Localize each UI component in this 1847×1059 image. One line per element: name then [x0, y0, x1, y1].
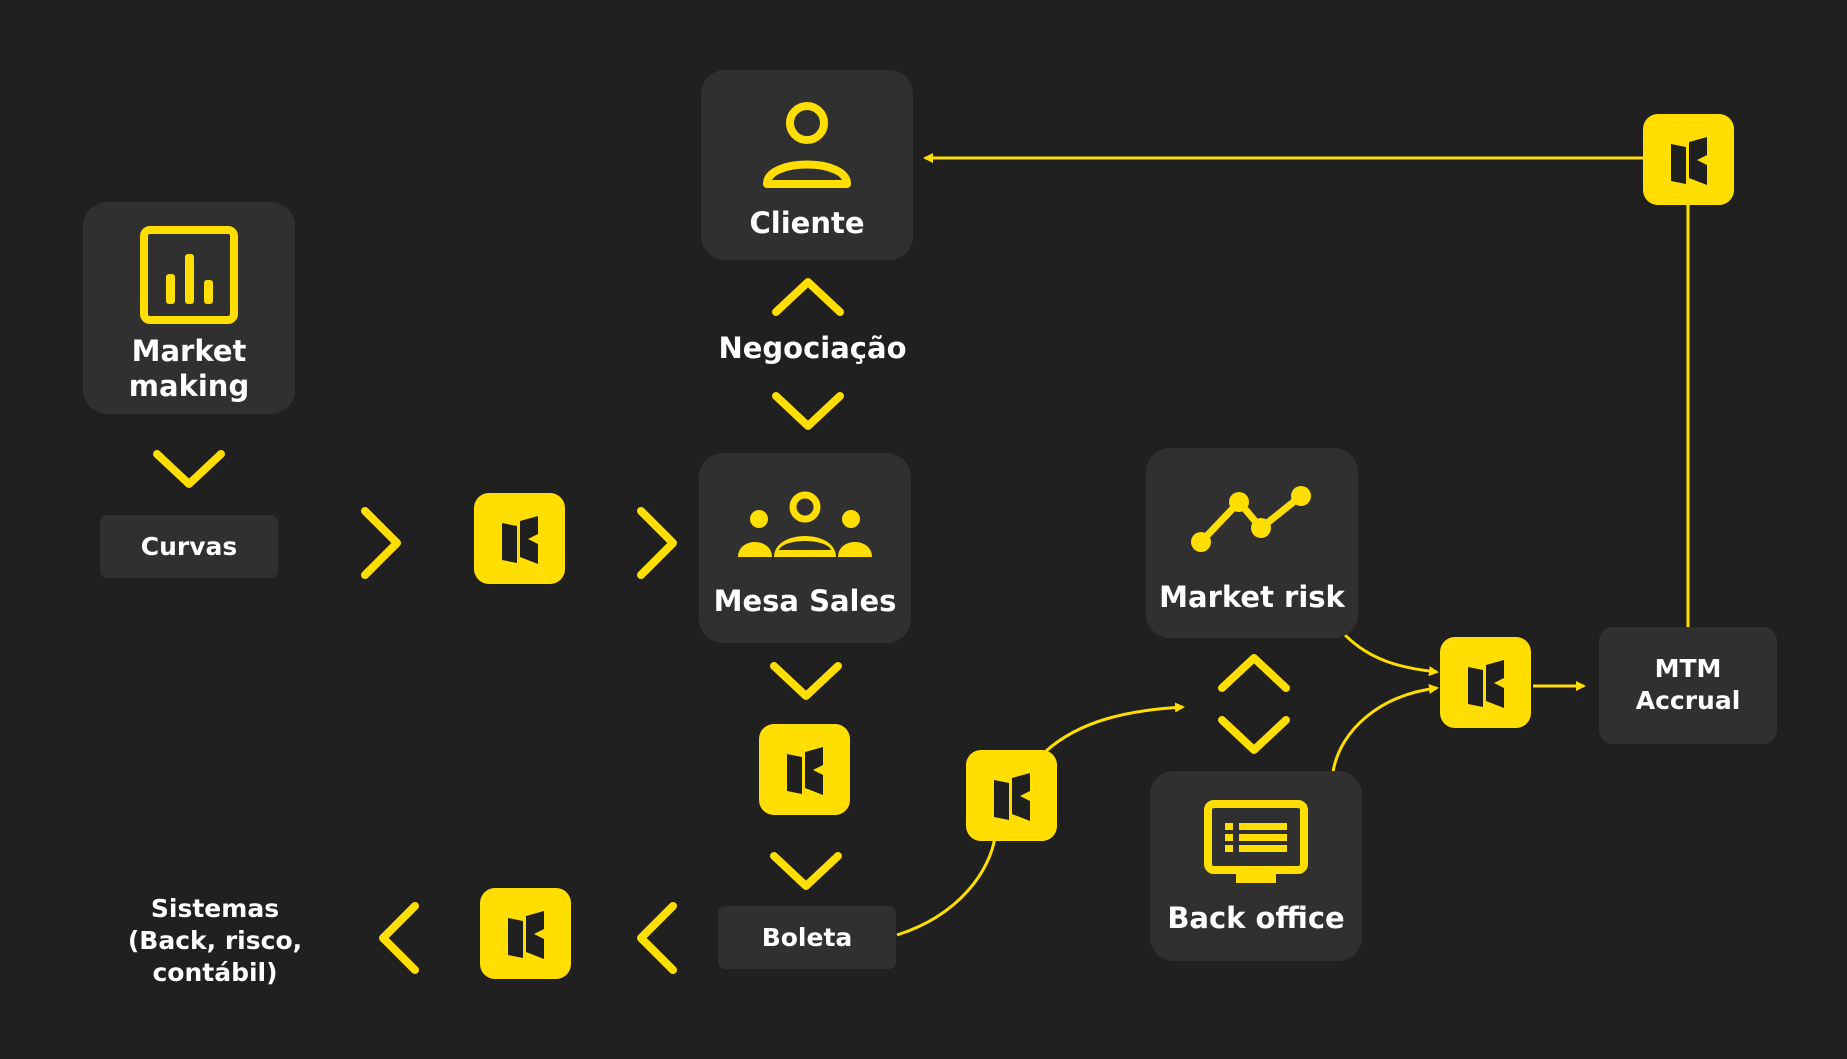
- sistemas-label: Sistemas (Back, risco, contábil): [110, 893, 320, 989]
- market-making-label-line2: making: [128, 369, 250, 403]
- brand-logo-icon: [474, 493, 565, 584]
- chevron-right-icon: [361, 507, 401, 579]
- boleta-to-logo-curve: [896, 836, 997, 937]
- curvas-tag[interactable]: Curvas: [100, 515, 278, 578]
- line-trend-icon: [1191, 486, 1311, 552]
- chevron-left-icon: [637, 902, 677, 974]
- mesa-sales-card[interactable]: Mesa Sales: [699, 453, 911, 643]
- back-office-to-logo-curve: [1331, 684, 1439, 773]
- chevron-up-icon: [772, 278, 844, 316]
- market-risk-to-logo-curve: [1343, 633, 1439, 677]
- sistemas-line1: Sistemas: [150, 894, 280, 923]
- chevron-down-icon: [1218, 716, 1290, 754]
- back-office-card[interactable]: Back office: [1150, 771, 1362, 961]
- cliente-card[interactable]: Cliente: [701, 70, 913, 260]
- person-icon: [763, 102, 851, 188]
- brand-logo-icon: [1440, 637, 1531, 728]
- monitor-list-icon: [1204, 800, 1308, 883]
- chevron-down-icon: [153, 450, 225, 488]
- market-risk-card[interactable]: Market risk: [1146, 448, 1358, 638]
- brand-logo-icon: [480, 888, 571, 979]
- brand-logo-icon: [966, 750, 1057, 841]
- sistemas-line2: (Back, risco,: [127, 926, 303, 955]
- boleta-label: Boleta: [761, 923, 853, 952]
- group-icon: [738, 491, 872, 557]
- chevron-down-icon: [770, 662, 842, 700]
- boleta-tag[interactable]: Boleta: [718, 906, 896, 969]
- market-risk-label: Market risk: [1159, 580, 1345, 614]
- mtm-accrual-card[interactable]: MTM Accrual: [1599, 627, 1777, 744]
- brand-logo-icon: [759, 724, 850, 815]
- back-office-label: Back office: [1167, 901, 1345, 935]
- chevron-up-icon: [1218, 654, 1290, 692]
- chevron-left-icon: [379, 902, 419, 974]
- brand-logo-icon: [1643, 114, 1734, 205]
- negociacao-label: Negociação: [718, 331, 907, 365]
- chevron-down-icon: [772, 392, 844, 430]
- chevron-right-icon: [637, 507, 677, 579]
- cliente-label: Cliente: [749, 206, 865, 240]
- curvas-label: Curvas: [140, 532, 238, 561]
- chevron-down-icon: [770, 852, 842, 890]
- market-making-label-line1: Market: [131, 334, 247, 368]
- market-making-card[interactable]: Market making: [83, 202, 295, 414]
- bar-chart-icon: [140, 226, 238, 324]
- mesa-sales-label: Mesa Sales: [713, 584, 897, 618]
- mtm-label-line2: Accrual: [1635, 686, 1741, 715]
- sistemas-line3: contábil): [152, 958, 278, 987]
- mtm-label-line1: MTM: [1654, 654, 1722, 683]
- logo-to-risk-curve: [1043, 702, 1185, 754]
